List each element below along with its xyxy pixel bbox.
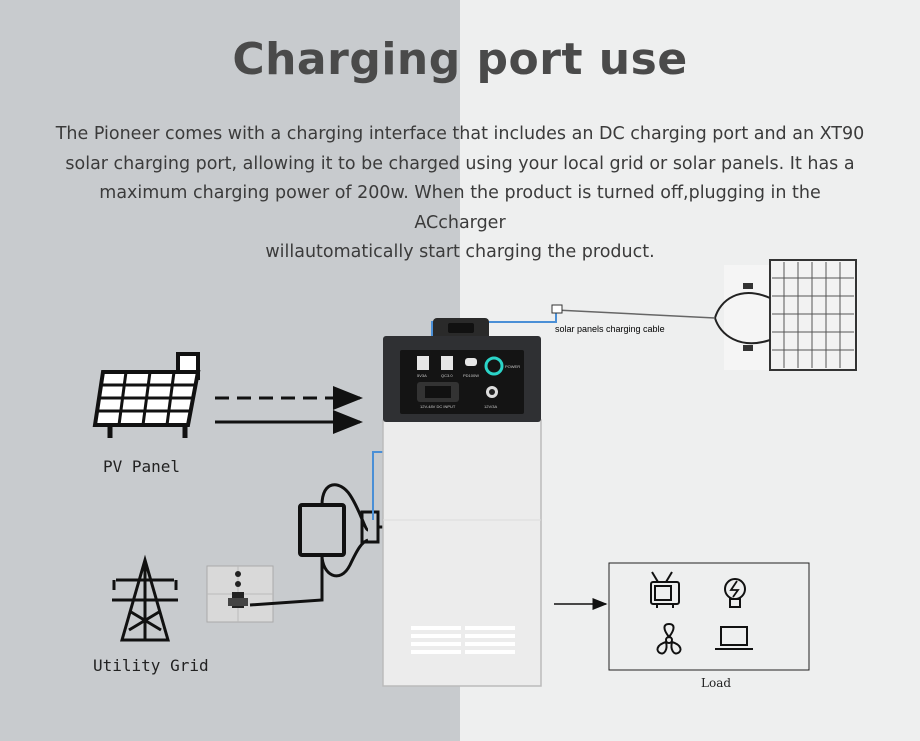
port-label-usb-c: PD100W <box>463 373 479 378</box>
portable-solar-panel <box>551 259 858 371</box>
description-line: The Pioneer comes with a charging interf… <box>55 124 865 144</box>
ac-adapter <box>249 483 384 607</box>
load-label: Load <box>701 676 732 690</box>
description-line: willautomatically start charging the pro… <box>265 242 655 262</box>
utility-tower-icon <box>112 554 178 642</box>
utility-grid-label: Utility Grid <box>93 656 209 675</box>
power-label: POWER <box>505 364 520 369</box>
description-line: solar charging port, allowing it to be c… <box>65 153 855 174</box>
solar-panel-icon <box>92 352 201 438</box>
port-label-usb-qc: QC3.0 <box>441 373 453 378</box>
power-station: 5V3A QC3.0 PD100W POWER 12V-48V DC INPUT… <box>382 318 542 687</box>
load-box <box>608 562 810 671</box>
wall-socket <box>206 565 274 623</box>
port-label-usb-a: 5V3A <box>417 373 427 378</box>
dc-out-label: 12V/3A <box>484 404 497 409</box>
pv-panel-label: PV Panel <box>103 457 181 476</box>
page-title: Charging port use <box>232 34 688 85</box>
description-line: maximum charging power of 200w. When the… <box>99 183 821 233</box>
laptop-icon <box>715 626 753 650</box>
fan-icon <box>656 622 682 655</box>
dc-input-label: 12V-48V DC INPUT <box>420 404 456 409</box>
solar-cable-label: solar panels charging cable <box>555 324 665 334</box>
description: The Pioneer comes with a charging interf… <box>55 120 865 268</box>
bulb-icon <box>724 578 746 608</box>
tv-icon <box>650 571 680 608</box>
vent-grille <box>411 626 515 654</box>
